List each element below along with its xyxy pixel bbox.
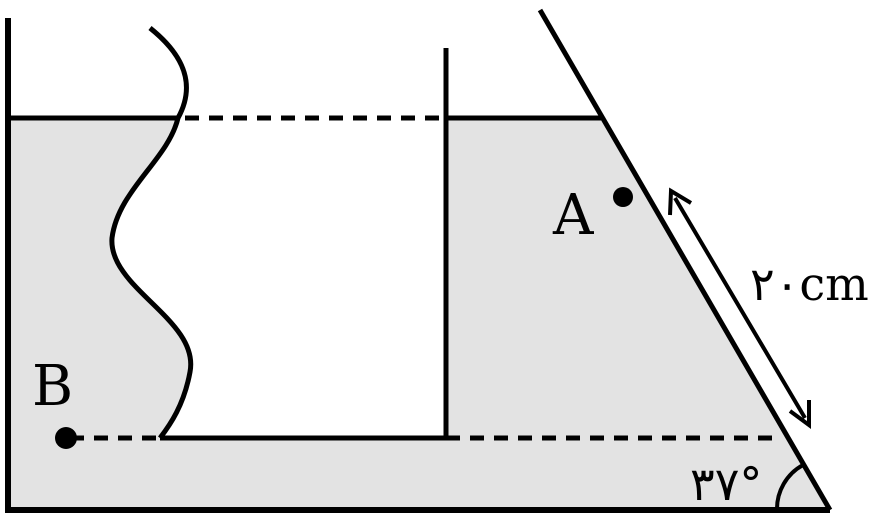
length-arrow (668, 187, 811, 429)
liquid-left-region (8, 118, 828, 510)
point-a-label: A (552, 183, 594, 248)
slanted-wall (537, 8, 833, 512)
arrowhead-bottom (788, 400, 811, 429)
length-label: ۲۰cm (750, 257, 869, 311)
empty-region (111, 118, 447, 438)
point-b-dot (55, 427, 77, 449)
angle-label: ۳۷° (690, 457, 762, 511)
wavy-break-line (109, 26, 194, 440)
point-b-label: B (32, 354, 73, 419)
angle-arc (774, 463, 805, 511)
arrowhead-top (668, 187, 693, 216)
point-a-dot (613, 187, 633, 207)
